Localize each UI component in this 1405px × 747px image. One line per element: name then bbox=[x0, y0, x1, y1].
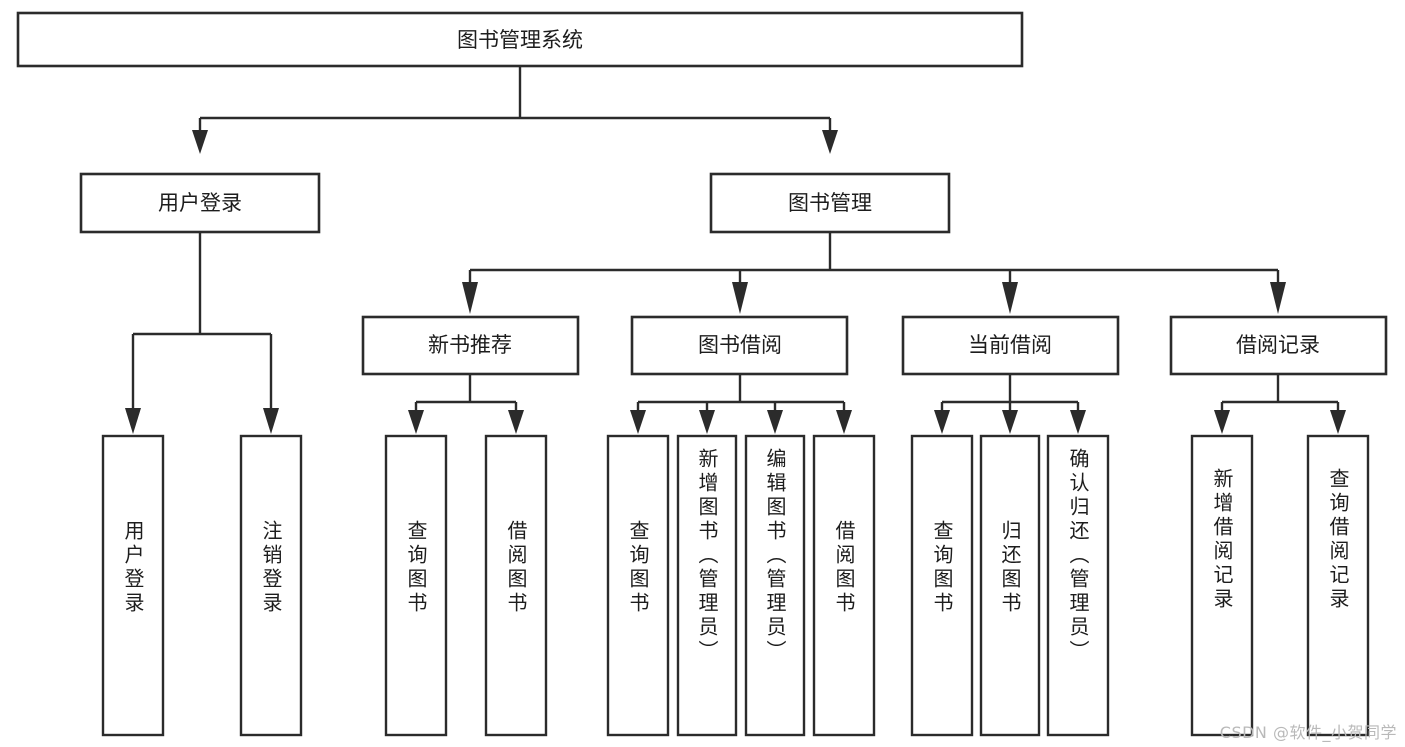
arrow-head-leaf-query-book-2 bbox=[630, 410, 646, 434]
node-book-borrow[interactable]: 图书借阅 bbox=[630, 315, 849, 376]
arrow-head-leaf-query-record bbox=[1330, 410, 1346, 434]
node-root-label: 图书管理系统 bbox=[457, 28, 583, 52]
leaf-box-edit-book-admin[interactable] bbox=[744, 434, 806, 737]
arrow-head-leaf-add-record bbox=[1214, 410, 1230, 434]
connector-current-borrow-to-leaves bbox=[934, 374, 1086, 434]
leaf-box-query-record[interactable] bbox=[1306, 434, 1370, 737]
arrow-head-leaf-query-book-3 bbox=[934, 410, 950, 434]
arrow-head-book-manage bbox=[822, 130, 838, 154]
connector-book-borrow-to-leaves bbox=[630, 374, 852, 434]
arrow-head-leaf-user-login bbox=[125, 408, 141, 434]
leaf-box-query-book-2[interactable] bbox=[606, 434, 670, 737]
leaf-box-add-book-admin[interactable] bbox=[676, 434, 738, 737]
leaf-box-borrow-book-1[interactable] bbox=[484, 434, 548, 737]
connector-book-manage-to-level2 bbox=[462, 232, 1286, 314]
arrow-head-book-borrow bbox=[732, 282, 748, 314]
node-borrow-record-label: 借阅记录 bbox=[1236, 333, 1320, 357]
arrow-head-leaf-borrow-book-2 bbox=[836, 410, 852, 434]
connector-root-to-level1 bbox=[192, 66, 838, 154]
leaf-box-add-record[interactable] bbox=[1190, 434, 1254, 737]
leaf-box-borrow-book-2[interactable] bbox=[812, 434, 876, 737]
connector-user-login-to-leaves bbox=[125, 232, 279, 434]
connector-borrow-record-to-leaves bbox=[1214, 374, 1346, 434]
arrow-head-current-borrow bbox=[1002, 282, 1018, 314]
node-user-login-box[interactable] bbox=[79, 172, 321, 234]
node-user-login[interactable]: 用户登录 bbox=[79, 172, 321, 234]
arrow-head-leaf-confirm-return bbox=[1070, 410, 1086, 434]
arrow-head-leaf-return-book bbox=[1002, 410, 1018, 434]
csdn-watermark: CSDN @软件_小贺同学 bbox=[1219, 723, 1397, 742]
arrow-head-user-login bbox=[192, 130, 208, 154]
leaf-box-confirm-return[interactable] bbox=[1046, 434, 1110, 737]
leaf-box-user-login[interactable] bbox=[101, 434, 165, 737]
node-root[interactable]: 图书管理系统 bbox=[16, 11, 1024, 68]
node-borrow-record[interactable]: 借阅记录 bbox=[1169, 315, 1388, 376]
node-new-book-rec-label: 新书推荐 bbox=[428, 333, 512, 357]
node-borrow-record-box[interactable] bbox=[1169, 315, 1388, 376]
arrow-head-leaf-query-book-1 bbox=[408, 410, 424, 434]
arrow-head-leaf-add-book-admin bbox=[699, 410, 715, 434]
node-book-borrow-box[interactable] bbox=[630, 315, 849, 376]
node-book-manage-label: 图书管理 bbox=[788, 191, 872, 215]
leaf-box-return-book[interactable] bbox=[979, 434, 1041, 737]
arrow-head-borrow-record bbox=[1270, 282, 1286, 314]
arrow-head-leaf-logout bbox=[263, 408, 279, 434]
node-new-book-rec[interactable]: 新书推荐 bbox=[361, 315, 580, 376]
node-current-borrow-box[interactable] bbox=[901, 315, 1120, 376]
node-new-book-rec-box[interactable] bbox=[361, 315, 580, 376]
arrow-head-leaf-borrow-book-1 bbox=[508, 410, 524, 434]
node-current-borrow[interactable]: 当前借阅 bbox=[901, 315, 1120, 376]
node-root-box[interactable] bbox=[16, 11, 1024, 68]
node-book-manage-box[interactable] bbox=[709, 172, 951, 234]
node-current-borrow-label: 当前借阅 bbox=[968, 333, 1052, 357]
leaf-box-logout[interactable] bbox=[239, 434, 303, 737]
node-book-manage[interactable]: 图书管理 bbox=[709, 172, 951, 234]
leaf-box-query-book-1[interactable] bbox=[384, 434, 448, 737]
node-user-login-label: 用户登录 bbox=[158, 191, 242, 215]
leaf-box-query-book-3[interactable] bbox=[910, 434, 974, 737]
connector-new-book-rec-to-leaves bbox=[408, 374, 524, 434]
arrow-head-leaf-edit-book-admin bbox=[767, 410, 783, 434]
arrow-head-new-book-rec bbox=[462, 282, 478, 314]
node-book-borrow-label: 图书借阅 bbox=[698, 333, 782, 357]
